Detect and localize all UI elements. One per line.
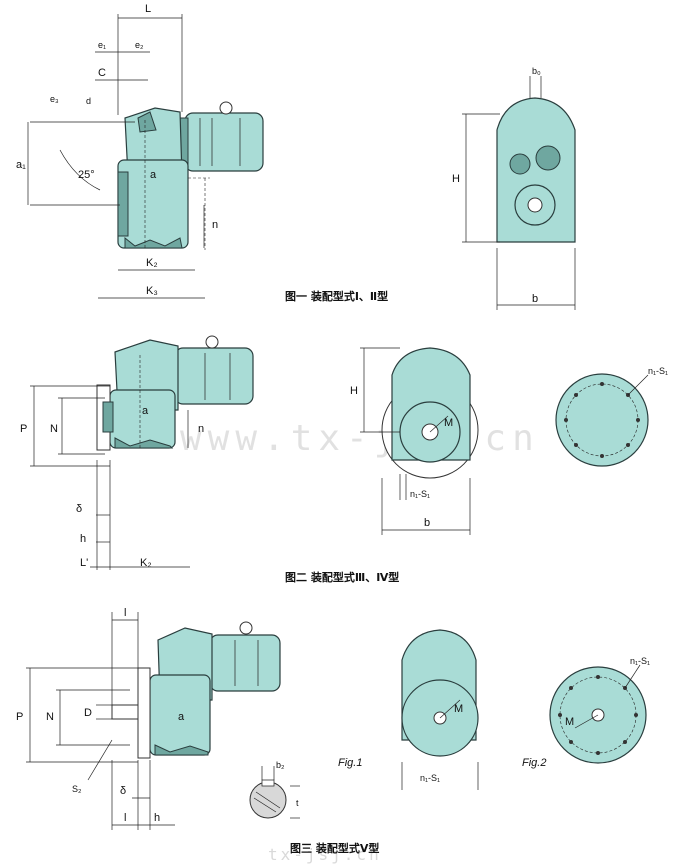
dim-P-fig2: P [20, 423, 27, 435]
watermark: www.tx-jsj.cn [180, 418, 540, 459]
dim-n1s1-flange: n₁-S₁ [648, 366, 668, 376]
dim-l-top: l [124, 607, 126, 619]
caption-fig3: 图三 装配型式Ⅴ型 [290, 841, 379, 855]
dim-n-fig2: n [198, 423, 204, 435]
dim-b2: b₂ [276, 760, 285, 770]
dim-n1s1-fig3-2: n₁-S₁ [630, 656, 650, 666]
dim-b-fig1: b [532, 293, 538, 305]
dim-angle: 25° [78, 169, 95, 181]
dim-t: t [296, 798, 299, 808]
dim-n-fig1: n [212, 219, 218, 231]
dim-e2: e₂ [135, 40, 144, 50]
dim-a-fig2: a [142, 405, 149, 417]
dim-delta-fig3: δ [120, 785, 126, 797]
dim-e1: e₁ [98, 40, 106, 50]
fig3-shaft-section [249, 766, 300, 819]
dim-e3: e₃ [50, 94, 59, 104]
dim-M-fig3-2: M [565, 716, 574, 728]
dim-L: L [145, 3, 151, 15]
dim-n1s1-fig2: n₁-S₁ [410, 489, 430, 499]
fig3-fig1-view [401, 629, 479, 790]
dim-H-fig2: H [350, 385, 358, 397]
dim-M-fig2: M [444, 417, 453, 429]
dim-a1: a₁ [16, 159, 26, 171]
fig3-side-view [26, 612, 281, 830]
dim-C: C [98, 67, 106, 79]
footer-watermark: tx-jsj.cn [268, 845, 382, 864]
dim-K2-fig1: K₂ [146, 257, 158, 269]
dim-H-fig1: H [452, 173, 460, 185]
dim-delta-fig2: δ [76, 503, 82, 515]
fig1-end-view [462, 76, 576, 310]
dim-Lp: L' [80, 557, 88, 569]
fig1-side-view [27, 14, 264, 299]
dim-b-fig2: b [424, 517, 430, 529]
dim-a-fig3: a [178, 711, 185, 723]
dim-d: d [86, 96, 91, 106]
dim-P-fig3: P [16, 711, 23, 723]
dim-a-fig1: a [150, 169, 157, 181]
dim-h-fig2: h [80, 533, 86, 545]
fig2-flange-circle [555, 373, 649, 467]
fig2-side-view [30, 335, 254, 570]
label-fig1: Fig.1 [338, 757, 362, 769]
dim-h-fig3: h [154, 812, 160, 824]
dim-K2-fig2: K₂ [140, 557, 152, 569]
dim-M-fig3-1: M [454, 703, 463, 715]
dim-S2: S₂ [72, 784, 82, 794]
dim-N-fig3: N [46, 711, 54, 723]
fig2-end-view [360, 347, 479, 535]
dim-K3: K₃ [146, 285, 158, 297]
fig3-fig2-view [549, 664, 647, 764]
dim-N-fig2: N [50, 423, 58, 435]
label-fig2: Fig.2 [522, 757, 546, 769]
dim-l-bottom: l [124, 812, 126, 824]
dim-b0: b₀ [532, 66, 541, 76]
caption-fig2: 图二 装配型式Ⅲ、Ⅳ型 [285, 570, 399, 584]
dim-n1s1-fig3: n₁-S₁ [420, 773, 440, 783]
dim-D: D [84, 707, 92, 719]
caption-fig1: 图一 装配型式Ⅰ、Ⅱ型 [285, 289, 388, 303]
